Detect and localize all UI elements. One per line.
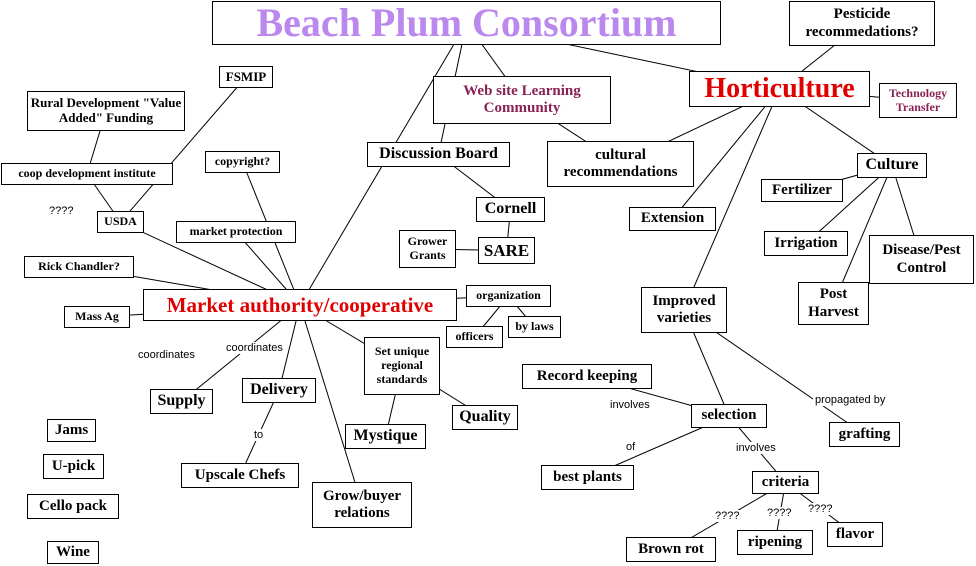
node-flavor: flavor	[827, 522, 883, 547]
node-growbuyer: Grow/buyer relations	[312, 482, 412, 528]
node-quality: Quality	[452, 405, 518, 430]
node-tech-transfer: Technology Transfer	[879, 83, 957, 118]
node-organization: organization	[466, 285, 551, 307]
node-delivery: Delivery	[242, 378, 316, 403]
node-best-plants: best plants	[541, 465, 634, 490]
node-bylaws: by laws	[508, 316, 561, 338]
node-criteria: criteria	[752, 471, 819, 494]
node-grower-grants: Grower Grants	[399, 230, 456, 268]
node-upscale: Upscale Chefs	[181, 463, 299, 488]
node-selection: selection	[691, 404, 767, 428]
node-rick: Rick Chandler?	[24, 256, 134, 278]
node-grafting: grafting	[829, 422, 900, 447]
node-upick: U-pick	[43, 454, 104, 479]
node-fertilizer: Fertilizer	[761, 179, 843, 202]
node-fsmip: FSMIP	[219, 66, 273, 88]
node-rural-dev: Rural Development "Value Added" Funding	[27, 91, 185, 131]
link-label-of: of	[624, 441, 638, 453]
link-label-propagated: propagated by	[813, 394, 888, 406]
edge-fsmip-usda	[120, 76, 247, 223]
node-record: Record keeping	[522, 364, 652, 389]
node-horticulture: Horticulture	[689, 71, 870, 107]
node-extension: Extension	[629, 207, 716, 231]
node-cello: Cello pack	[27, 494, 119, 519]
edge-culture-post_harvest	[833, 165, 893, 304]
node-post-harvest: Post Harvest	[798, 282, 869, 325]
node-coop-inst: coop development institute	[1, 163, 173, 185]
node-officers: officers	[446, 326, 503, 348]
node-standards: Set unique regional standards	[364, 337, 440, 395]
node-jams: Jams	[47, 419, 96, 442]
node-improved: Improved varieties	[641, 287, 727, 333]
node-website: Web site Learning Community	[433, 76, 611, 124]
node-cultural-rec: cultural recommendations	[547, 141, 694, 187]
node-copyright: copyright?	[205, 151, 280, 173]
node-brown-rot: Brown rot	[626, 537, 716, 562]
node-market-auth: Market authority/cooperative	[143, 289, 457, 321]
node-wine: Wine	[47, 541, 99, 564]
edge-horticulture-extension	[672, 88, 780, 220]
link-label-involves1: involves	[608, 399, 652, 411]
link-label-q-usda: ????	[47, 205, 76, 217]
node-mass-ag: Mass Ag	[64, 306, 130, 328]
edge-horticulture-improved	[683, 88, 780, 311]
link-label-q-ripening: ????	[765, 507, 794, 519]
link-label-q-flavor: ????	[806, 503, 835, 515]
node-discussion: Discussion Board	[367, 142, 510, 167]
node-supply: Supply	[150, 389, 213, 414]
node-ripening: ripening	[737, 530, 813, 555]
node-irrigation: Irrigation	[764, 231, 848, 256]
node-culture: Culture	[857, 153, 927, 178]
link-label-coordinates2: coordinates	[224, 342, 285, 354]
link-label-to: to	[252, 429, 266, 441]
edge-culture-irrigation	[805, 165, 893, 244]
node-title: Beach Plum Consortium	[212, 0, 721, 45]
node-pesticide: Pesticide recommedations?	[789, 1, 935, 46]
node-market-prot: market protection	[176, 221, 296, 243]
node-mystique: Mystique	[345, 424, 426, 449]
node-disease: Disease/Pest Control	[869, 235, 974, 284]
edge-market_auth-growbuyer	[299, 304, 363, 506]
link-label-involves2: involves	[734, 442, 778, 454]
node-cornell: Cornell	[476, 197, 545, 222]
node-usda: USDA	[97, 211, 144, 233]
node-sare: SARE	[478, 237, 535, 264]
link-label-q-brown: ????	[713, 510, 742, 522]
link-label-coordinates1: coordinates	[136, 349, 197, 361]
